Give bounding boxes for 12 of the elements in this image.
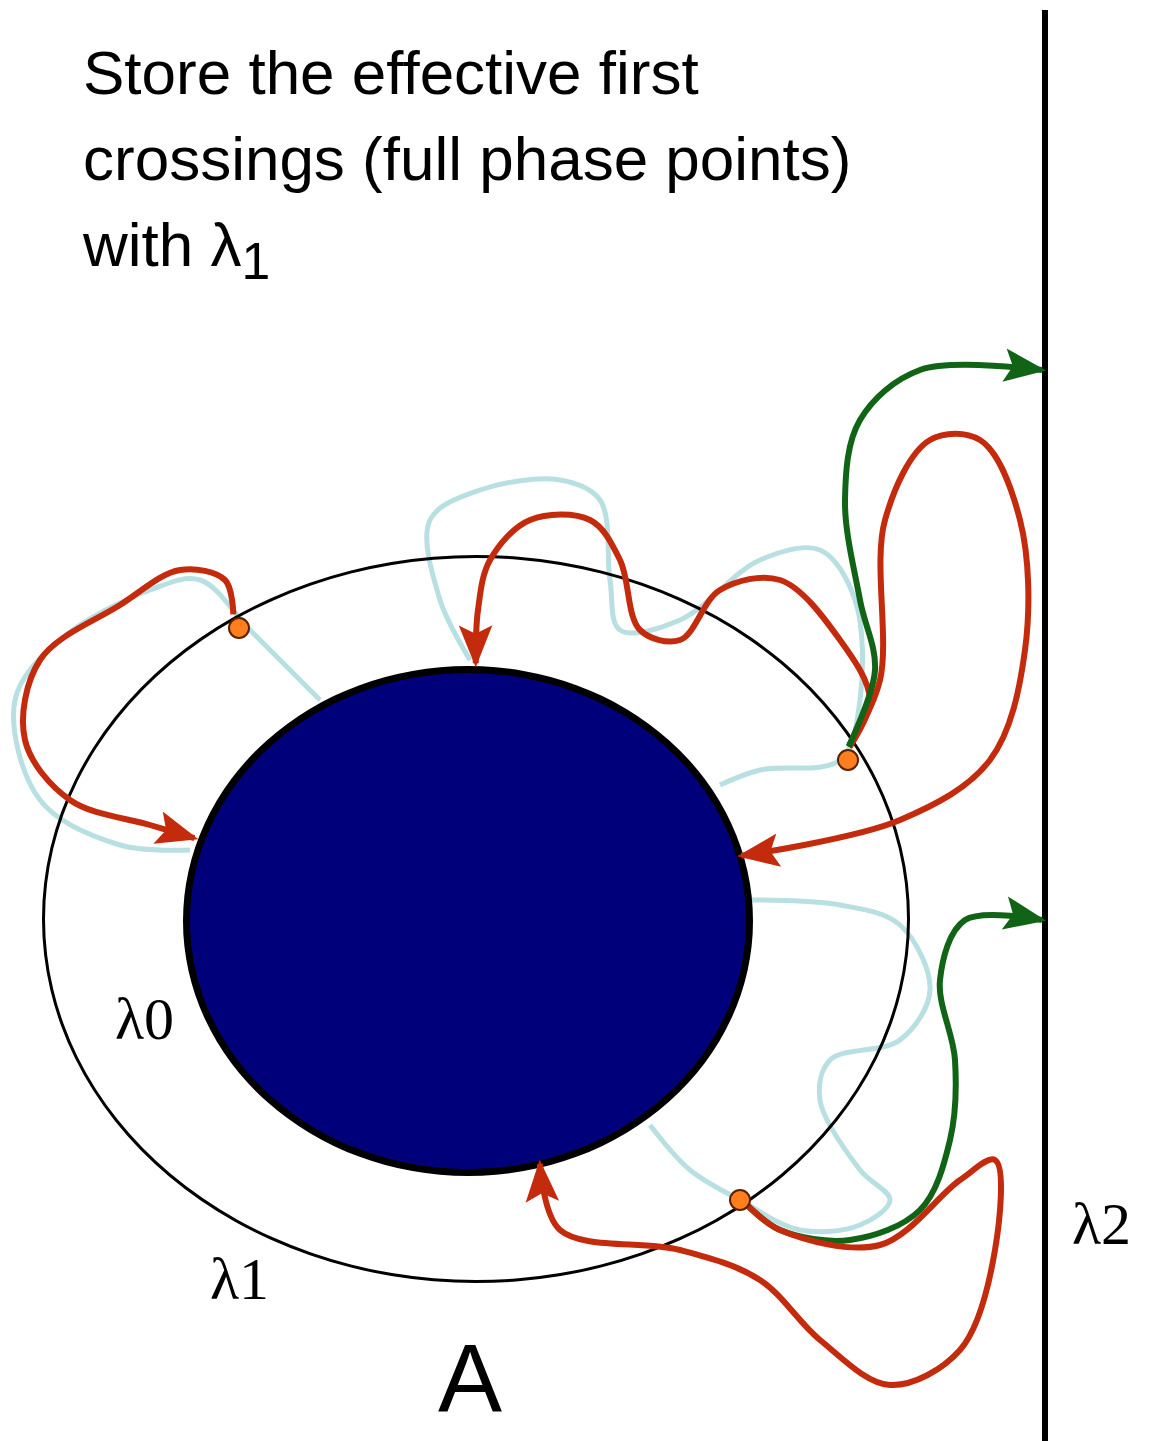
title: Store the effective first crossings (full phase points) with λ$_{1}$ (83, 37, 853, 293)
crossing-point (228, 617, 250, 639)
trajectory-arrow (842, 348, 1047, 748)
interface-label: λ2 (1072, 1190, 1132, 1259)
region-label: A (438, 1330, 503, 1426)
crossing-point (729, 1189, 751, 1211)
trajectory-arrow (737, 430, 1032, 867)
interface-label: λ0 (115, 985, 175, 1054)
interface-label: λ1 (210, 1245, 270, 1314)
crossing-point (837, 749, 859, 771)
trajectory-arrow (20, 566, 237, 844)
trajectory-arrow (525, 1156, 1004, 1388)
